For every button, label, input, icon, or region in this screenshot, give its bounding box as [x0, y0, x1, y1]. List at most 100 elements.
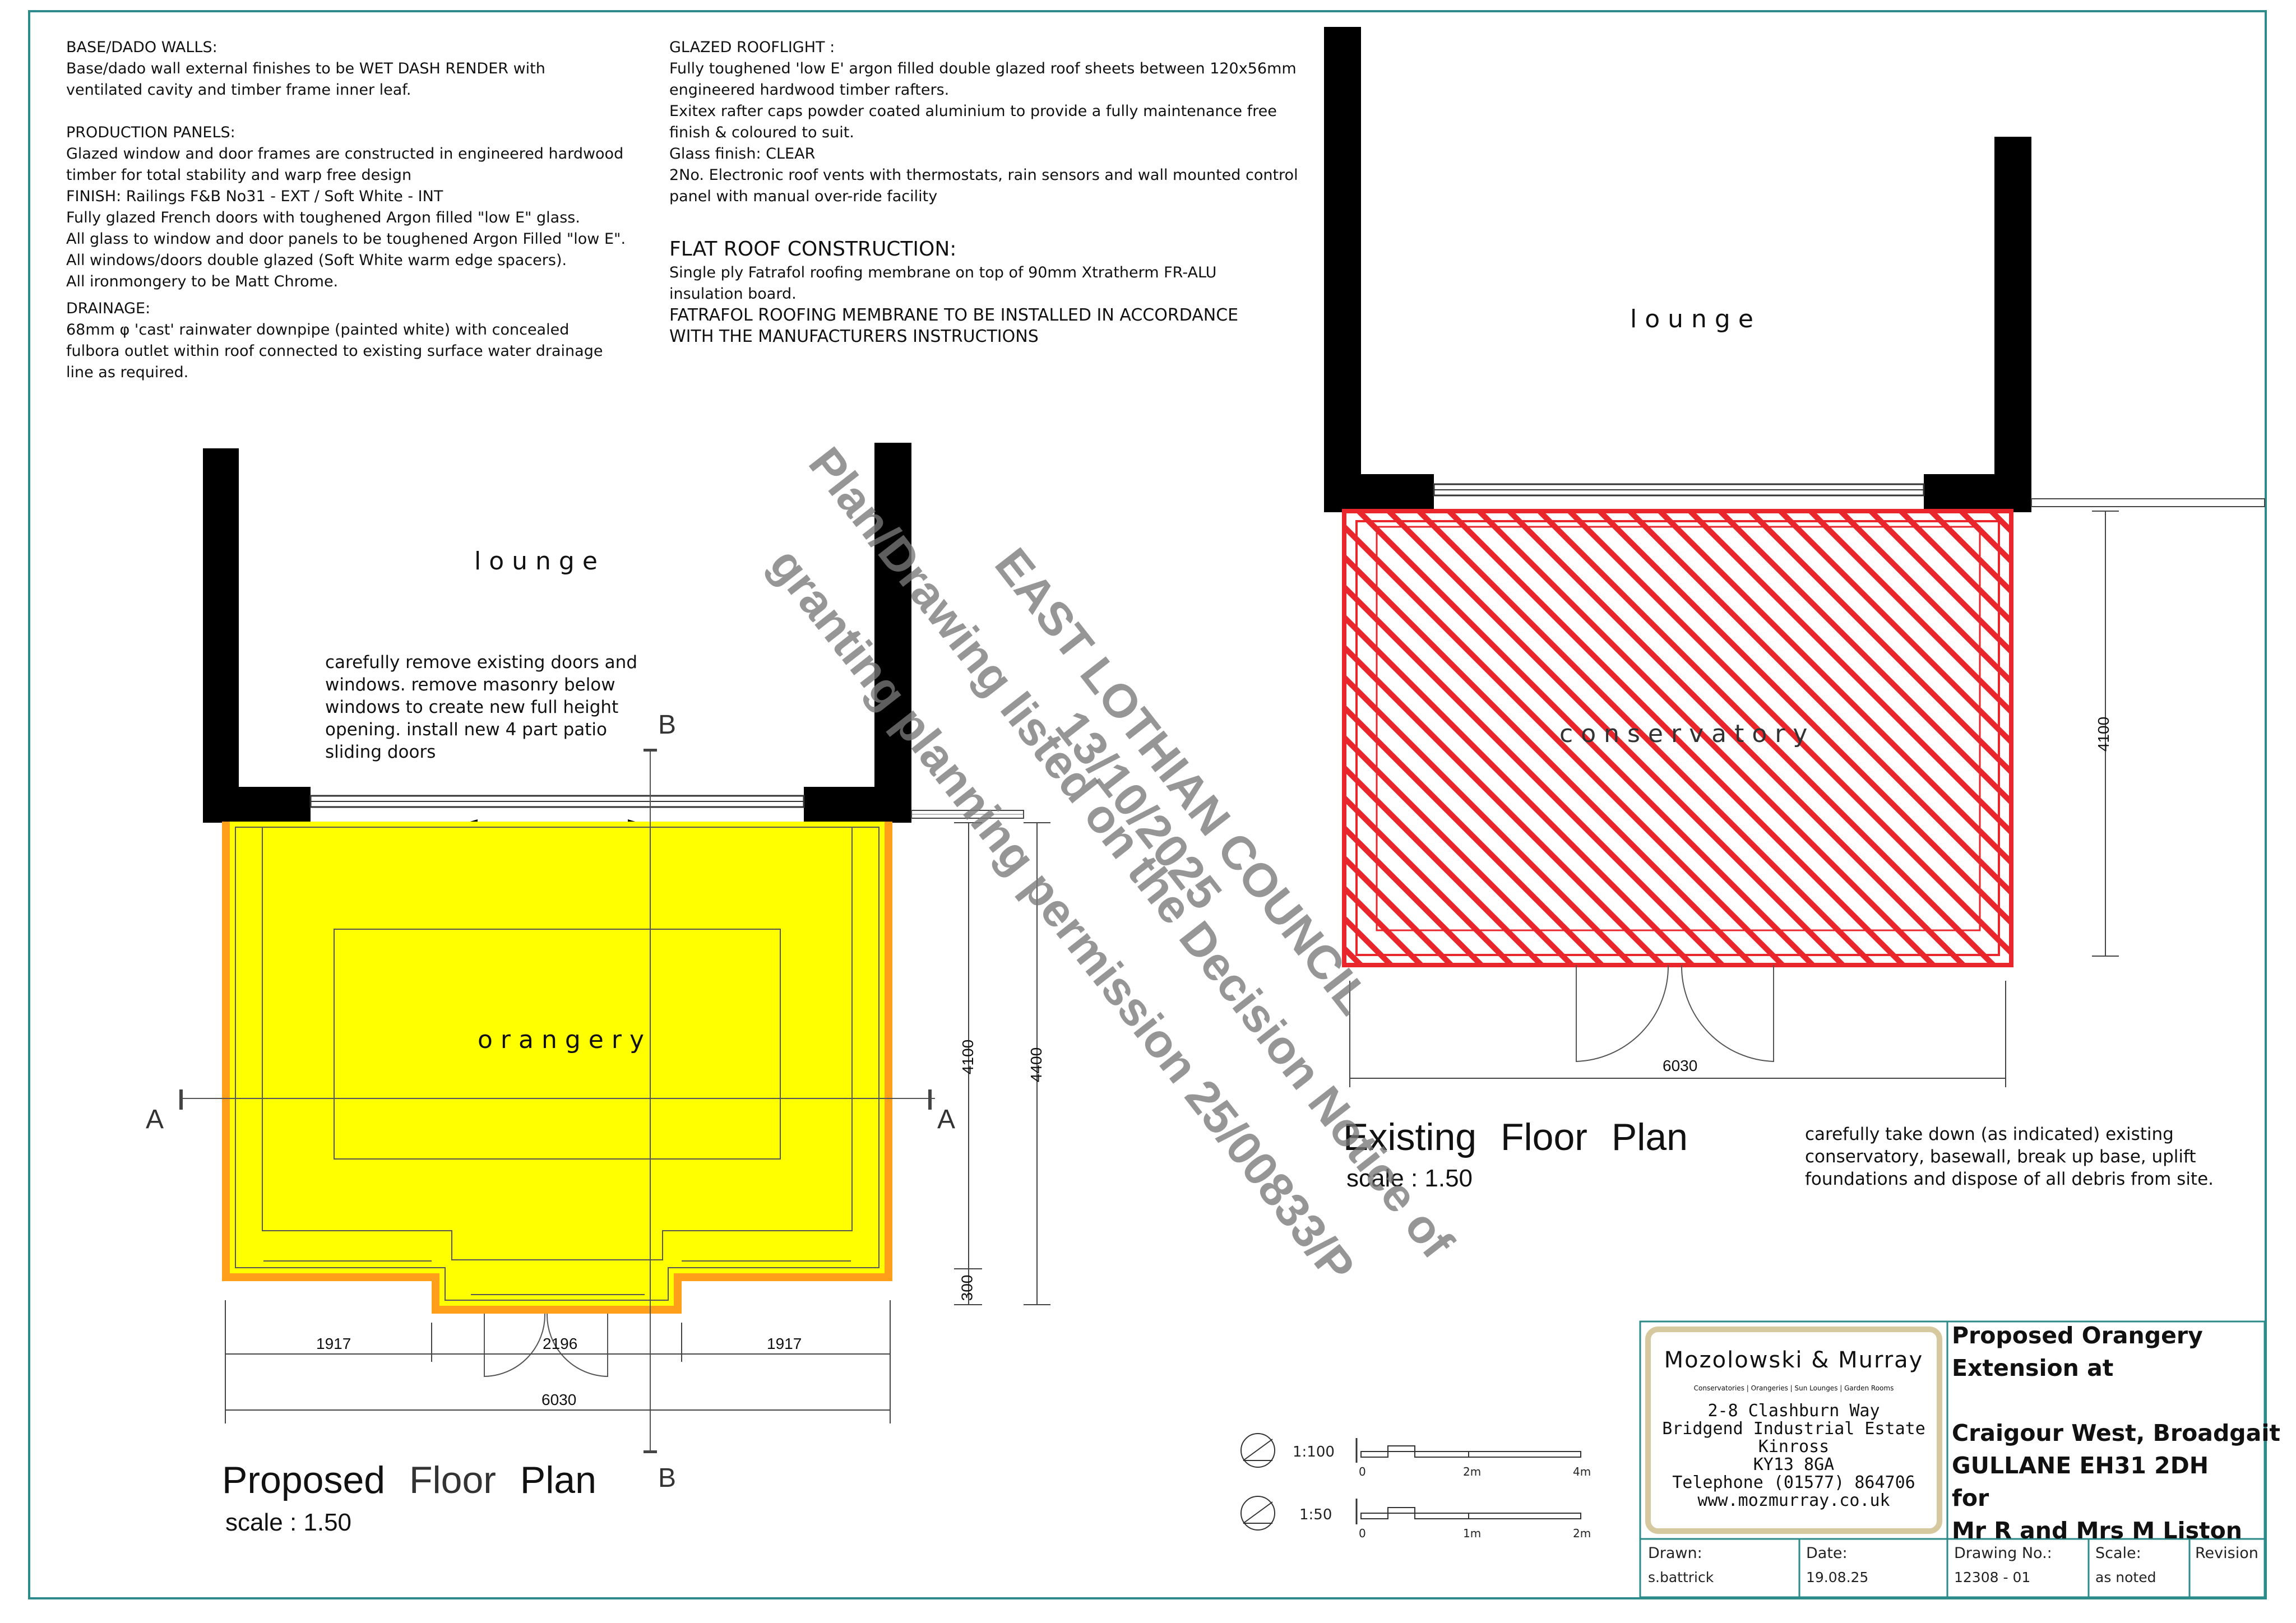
- scale-bar-tick: 0: [1359, 1465, 1366, 1478]
- note-heading: GLAZED ROOFLIGHT :: [669, 39, 835, 56]
- note-line: carefully remove existing doors and: [325, 652, 638, 673]
- existing-plan-scale: scale : 1.50: [1346, 1165, 1473, 1192]
- company-address: 2-8 Clashburn Way Bridgend Industrial Es…: [1662, 1401, 1925, 1510]
- existing-house-wall-left: [1324, 27, 1361, 512]
- title-block-frame: [1639, 1320, 2266, 1598]
- proposed-plan-scale: scale : 1.50: [225, 1509, 352, 1536]
- date-value: 19.08.25: [1806, 1569, 1869, 1585]
- dim-label-2196: 2196: [543, 1335, 578, 1352]
- note-line: WITH THE MANUFACTURERS INSTRUCTIONS: [669, 327, 1039, 346]
- dim-label-4100: 4100: [959, 1039, 977, 1075]
- existing-door-swing: [1576, 964, 1669, 1063]
- date-label: Date:: [1806, 1545, 1848, 1562]
- scale-bar-tick: 4m: [1573, 1465, 1591, 1478]
- sheet-border: [28, 10, 2267, 1599]
- note-line: finish & coloured to suit.: [669, 124, 854, 141]
- existing-dim-label-4100: 4100: [2095, 716, 2113, 752]
- project-description: Proposed Orangery Extension at Craigour …: [1952, 1322, 2280, 1544]
- note-line: timber for total stability and warp free…: [66, 166, 412, 184]
- revision-label: Revision: [2195, 1545, 2258, 1562]
- note-line: All ironmongery to be Matt Chrome.: [66, 273, 339, 290]
- company-logo-box: [1645, 1327, 1942, 1534]
- house-wall-left: [203, 448, 239, 823]
- note-line: engineered hardwood timber rafters.: [669, 81, 950, 99]
- note-heading: PRODUCTION PANELS:: [66, 124, 235, 141]
- company-tagline: Conservatories | Orangeries | Sun Lounge…: [1693, 1384, 1894, 1392]
- scale-bar-tick: 2m: [1463, 1465, 1482, 1478]
- note-heading: BASE/DADO WALLS:: [66, 39, 217, 56]
- note-line: opening. install new 4 part patio: [325, 720, 607, 740]
- north-symbol-1: [1240, 1433, 1275, 1468]
- note-line: fulbora outlet within roof connected to …: [66, 342, 603, 360]
- note-line: foundations and dispose of all debris fr…: [1805, 1169, 2214, 1189]
- note-line: conservatory, basewall, break up base, u…: [1805, 1147, 2196, 1167]
- existing-room-label-lounge: lounge: [1630, 305, 1761, 333]
- dim-label-1917-right: 1917: [767, 1335, 802, 1352]
- dim-label-1917-left: 1917: [316, 1335, 351, 1352]
- drawn-label: Drawn:: [1648, 1545, 1702, 1562]
- dim-label-4400: 4400: [1027, 1047, 1045, 1083]
- scale-bar-50-label: 1:50: [1299, 1506, 1332, 1523]
- note-line: windows. remove masonry below: [325, 675, 615, 695]
- notes-middle: GLAZED ROOFLIGHT : Fully toughened 'low …: [669, 37, 1314, 347]
- note-line: Exitex rafter caps powder coated alumini…: [669, 103, 1277, 120]
- note-line: 2No. Electronic roof vents with thermost…: [669, 166, 1298, 184]
- note-heading: FLAT ROOF CONSTRUCTION:: [669, 238, 957, 261]
- note-line: FINISH: Railings F&B No31 - EXT / Soft W…: [66, 188, 443, 205]
- note-line: line as required.: [66, 364, 189, 381]
- drawn-value: s.battrick: [1648, 1569, 1714, 1585]
- note-line: carefully take down (as indicated) exist…: [1805, 1124, 2174, 1144]
- house-wall-right: [874, 443, 911, 823]
- note-heading: DRAINAGE:: [66, 300, 151, 317]
- house-wall-return-right: [804, 787, 911, 823]
- dim-label-300: 300: [958, 1274, 976, 1301]
- dim-label-6030: 6030: [541, 1391, 577, 1408]
- note-line: 68mm φ 'cast' rainwater downpipe (painte…: [66, 321, 570, 338]
- room-label-conservatory: conservatory: [1559, 720, 1816, 748]
- note-line: panel with manual over-ride facility: [669, 188, 938, 205]
- conservatory-demolition-hatch: [1342, 509, 2013, 967]
- proposed-note: carefully remove existing doors and wind…: [325, 651, 637, 763]
- scale-bar-100-label: 1:100: [1293, 1444, 1335, 1460]
- note-line: Glass finish: CLEAR: [669, 145, 816, 163]
- scale-label: Scale:: [2095, 1545, 2141, 1562]
- note-line: FATRAFOL ROOFING MEMBRANE TO BE INSTALLE…: [669, 305, 1239, 325]
- existing-note: carefully take down (as indicated) exist…: [1805, 1123, 2214, 1190]
- existing-house-wall-right: [1994, 137, 2031, 512]
- company-name: Mozolowski & Murray: [1664, 1347, 1924, 1373]
- scale-bar-tick: 0: [1359, 1527, 1366, 1540]
- proposed-plan-title: Proposed Floor Plan: [222, 1459, 596, 1501]
- section-marker-b-top: B: [658, 710, 677, 740]
- scale-bar-tick: 2m: [1573, 1527, 1591, 1540]
- room-label-orangery: orangery: [478, 1026, 652, 1054]
- section-marker-b-bottom: B: [658, 1463, 677, 1493]
- note-line: All windows/doors double glazed (Soft Wh…: [66, 252, 567, 269]
- note-line: Glazed window and door frames are constr…: [66, 145, 624, 163]
- scale-value: as noted: [2095, 1569, 2156, 1585]
- note-line: sliding doors: [325, 742, 436, 762]
- section-marker-a-right: A: [937, 1105, 956, 1134]
- note-line: windows to create new full height: [325, 697, 619, 717]
- house-wall-return-left: [203, 787, 311, 823]
- roof-lantern-outline: [334, 929, 781, 1160]
- note-line: All glass to window and door panels to b…: [66, 230, 626, 248]
- proposed-floor-plan: [179, 443, 1050, 1453]
- note-line: Base/dado wall external finishes to be W…: [66, 60, 545, 77]
- note-line: Fully glazed French doors with toughened…: [66, 209, 580, 226]
- note-line: insulation board.: [669, 285, 797, 303]
- note-line: Single ply Fatrafol roofing membrane on …: [669, 264, 1217, 281]
- french-door-swing: [484, 1313, 546, 1378]
- existing-floor-plan: [1324, 27, 2265, 1087]
- room-label-lounge: lounge: [474, 547, 605, 576]
- existing-dim-label-6030: 6030: [1663, 1057, 1698, 1074]
- drawing-no-label: Drawing No.:: [1954, 1545, 2052, 1562]
- note-line: ventilated cavity and timber frame inner…: [66, 81, 411, 99]
- drawing-no-value: 12308 - 01: [1954, 1569, 2031, 1585]
- scale-bars: [1240, 1433, 1581, 1531]
- existing-plan-title: Existing Floor Plan: [1343, 1116, 1688, 1158]
- section-marker-a-left: A: [146, 1105, 164, 1134]
- note-line: Fully toughened 'low E' argon filled dou…: [669, 60, 1297, 77]
- notes-left: BASE/DADO WALLS: Base/dado wall external…: [66, 37, 649, 383]
